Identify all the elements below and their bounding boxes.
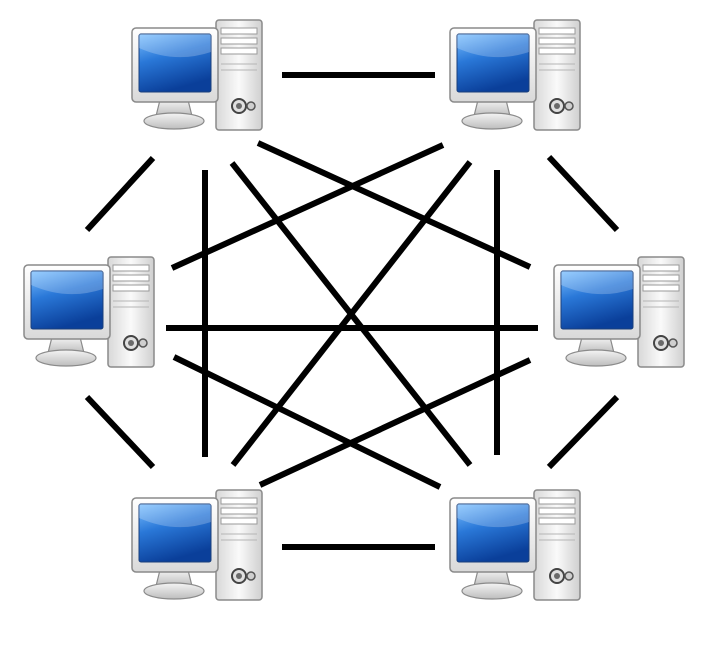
link-top-right-to-middle-left (170, 142, 445, 271)
network-links (84, 72, 620, 550)
link-top-right-to-bottom-left (230, 160, 473, 467)
link-top-left-to-middle-right (256, 140, 532, 270)
desktop-computer-icon (131, 489, 263, 601)
computer-node-middle-right (553, 256, 685, 368)
computer-node-middle-left (23, 256, 155, 368)
link-top-left-to-middle-left (84, 155, 156, 233)
link-middle-right-to-bottom-left (258, 357, 532, 488)
link-middle-right-to-bottom-right (546, 394, 620, 470)
link-middle-left-to-bottom-left (84, 394, 156, 470)
link-middle-left-to-bottom-right (172, 354, 442, 490)
desktop-computer-icon (23, 256, 155, 368)
link-top-right-to-middle-right (546, 154, 620, 233)
desktop-computer-icon (131, 19, 263, 131)
computer-node-top-left (131, 19, 263, 131)
desktop-computer-icon (449, 19, 581, 131)
computer-node-bottom-left (131, 489, 263, 601)
desktop-computer-icon (553, 256, 685, 368)
computer-node-top-right (449, 19, 581, 131)
desktop-computer-icon (449, 489, 581, 601)
computer-node-bottom-right (449, 489, 581, 601)
